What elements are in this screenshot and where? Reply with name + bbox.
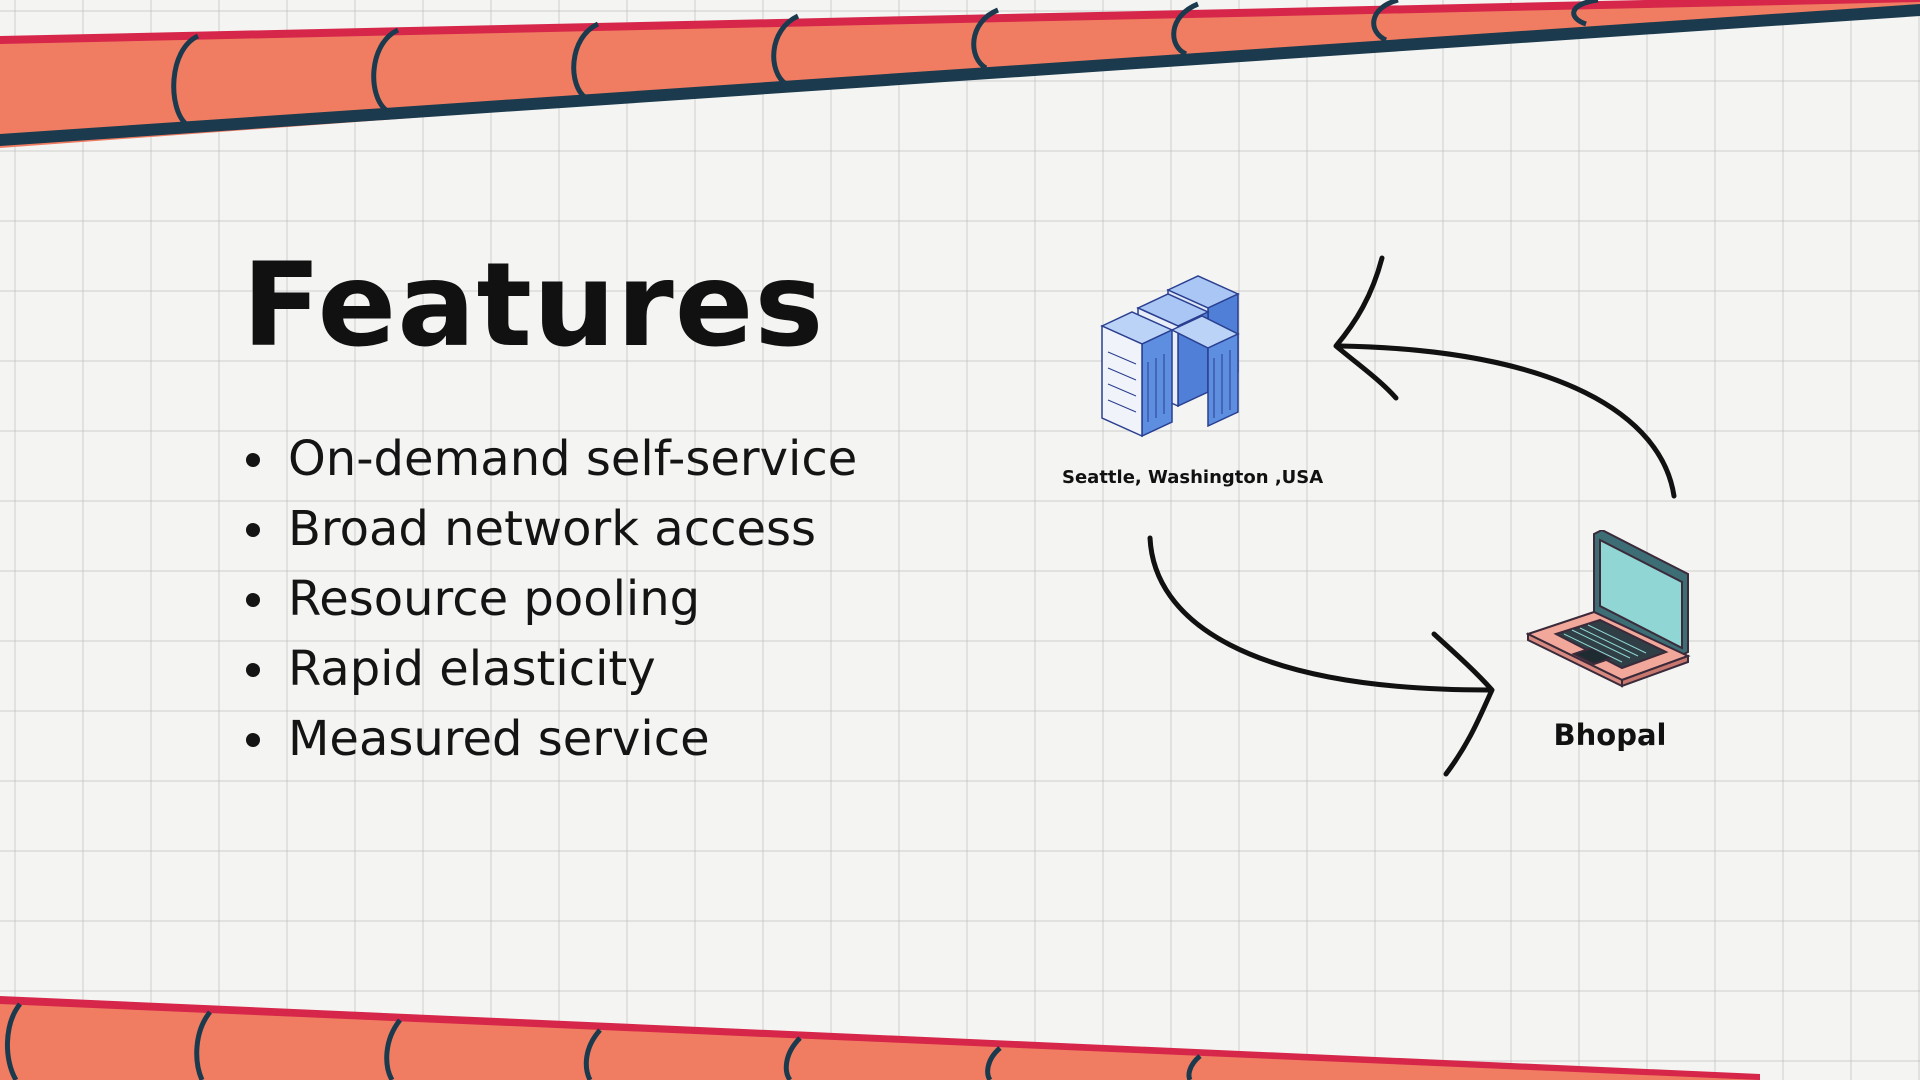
- arrow-to-server-icon: [1333, 255, 1677, 499]
- list-item: Broad network access: [242, 494, 857, 564]
- bullet-icon: [246, 663, 260, 677]
- top-banner-decoration: [0, 0, 1920, 148]
- page-title: Features: [242, 238, 825, 373]
- bullet-icon: [246, 523, 260, 537]
- feature-text: Broad network access: [288, 501, 817, 557]
- arrow-to-laptop-icon: [1147, 535, 1495, 777]
- list-item: Measured service: [242, 704, 857, 774]
- bullet-icon: [246, 453, 260, 467]
- list-item: Rapid elasticity: [242, 634, 857, 704]
- bullet-icon: [246, 593, 260, 607]
- feature-text: Resource pooling: [288, 571, 701, 627]
- laptop-icon: [1526, 530, 1691, 688]
- bullet-icon: [246, 733, 260, 747]
- feature-text: On-demand self-service: [288, 431, 858, 487]
- feature-list: On-demand self-service Broad network acc…: [242, 424, 857, 774]
- bottom-banner-decoration: [0, 996, 1760, 1080]
- list-item: On-demand self-service: [242, 424, 857, 494]
- client-location-label: Bhopal: [1553, 718, 1667, 752]
- list-item: Resource pooling: [242, 564, 857, 634]
- server-location-label: Seattle, Washington ,USA: [1062, 467, 1324, 488]
- server-rack-icon: [1100, 275, 1240, 438]
- feature-text: Rapid elasticity: [288, 641, 656, 697]
- feature-text: Measured service: [288, 711, 710, 767]
